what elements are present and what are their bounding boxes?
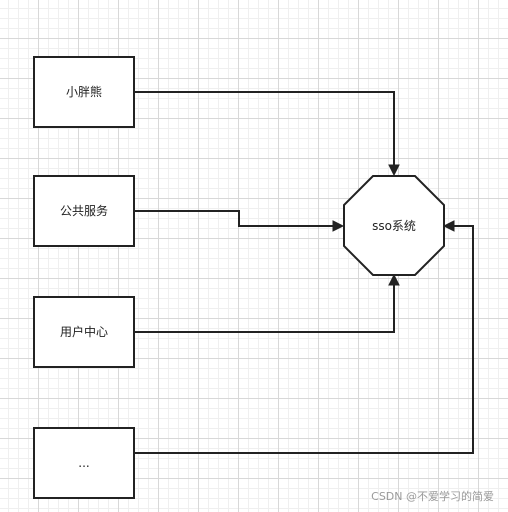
node-xiaopangxiong: 小胖熊 <box>33 56 135 128</box>
node-ellipsis-label: ... <box>78 456 89 470</box>
node-user-center-label: 用户中心 <box>60 324 108 339</box>
node-xiaopangxiong-label: 小胖熊 <box>66 84 102 99</box>
sso-octagon <box>343 175 445 276</box>
arrowhead-left <box>442 220 455 232</box>
node-ellipsis: ... <box>33 427 135 499</box>
arrowhead-down <box>388 164 400 177</box>
edge-public-service-to-sso <box>134 210 345 232</box>
node-sso-label: sso系统 <box>372 219 416 233</box>
arrowhead-up <box>388 273 400 286</box>
node-user-center: 用户中心 <box>33 296 135 368</box>
edge-xiaopangxiong-to-sso <box>134 91 400 177</box>
node-public-service: 公共服务 <box>33 175 135 247</box>
csdn-watermark: CSDN @不爱学习的简爱 <box>371 490 494 503</box>
node-sso: sso系统 <box>343 175 445 276</box>
arrowhead-right <box>332 220 345 232</box>
edge-ellipsis-to-sso <box>134 220 474 454</box>
edge-user-center-to-sso <box>134 273 400 333</box>
node-public-service-label: 公共服务 <box>60 203 108 218</box>
